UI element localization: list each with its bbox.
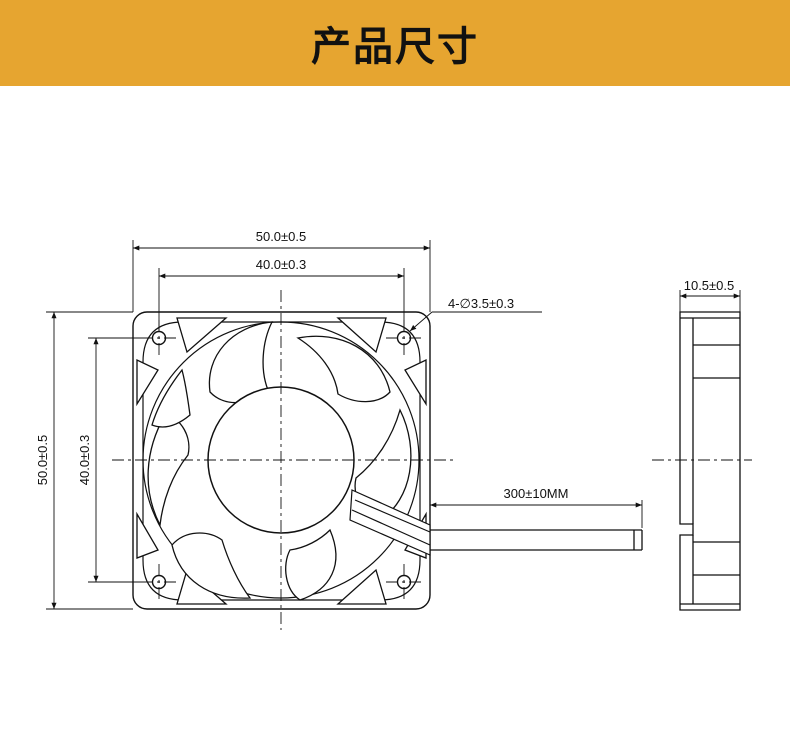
- fan-blades: [147, 321, 412, 601]
- dim-overall-width: 50.0±0.5: [256, 229, 307, 244]
- fan-side-view: [679, 290, 741, 611]
- dim-hole-spacing-height: 40.0±0.3: [77, 435, 92, 486]
- dim-mounting-holes: 4-∅3.5±0.3: [448, 296, 514, 311]
- header-banner: 产品尺寸: [0, 0, 790, 86]
- cable-exit: [349, 489, 431, 556]
- dim-hole-spacing-width: 40.0±0.3: [256, 257, 307, 272]
- dimension-lines: [46, 240, 643, 610]
- fan-frame-outline: [132, 311, 431, 610]
- dim-thickness: 10.5±0.5: [684, 278, 735, 293]
- dim-cable-length: 300±10MM: [504, 486, 569, 501]
- page-title: 产品尺寸: [311, 24, 479, 70]
- dim-overall-height: 50.0±0.5: [35, 435, 50, 486]
- cable-wires: [430, 529, 643, 551]
